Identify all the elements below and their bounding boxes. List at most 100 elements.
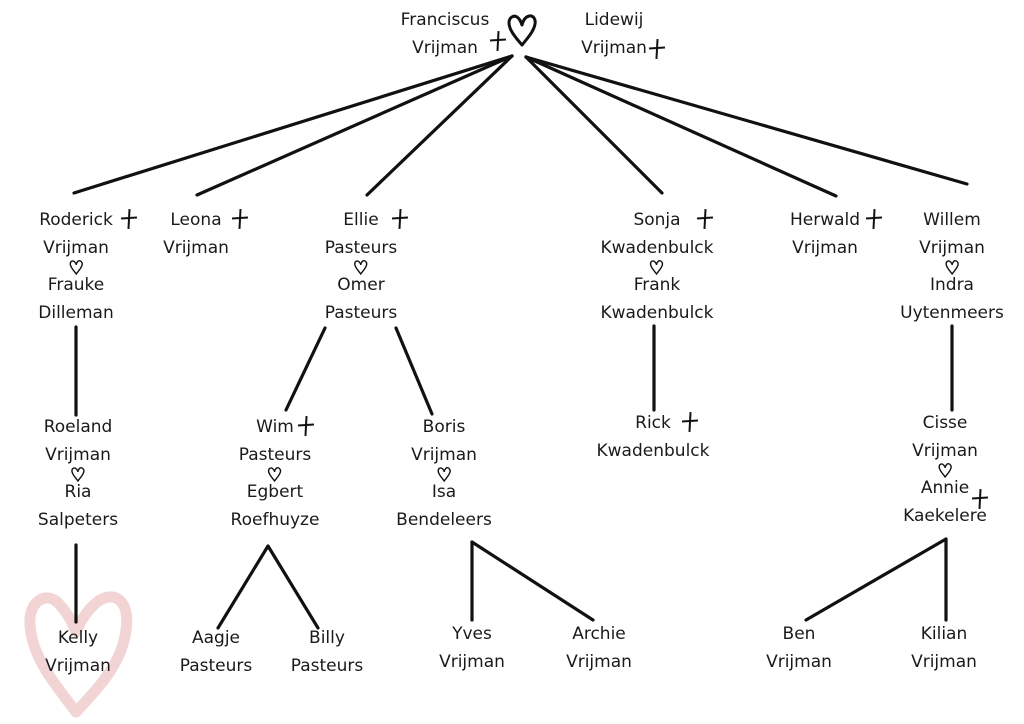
first-name: Kilian (920, 624, 968, 644)
last-name: Vrijman (411, 445, 477, 465)
deceased-cross-icon (649, 39, 665, 59)
first-name: Willem (923, 210, 981, 230)
first-name: Ellie (343, 210, 379, 230)
person-billy: Billy Pasteurs (291, 624, 364, 680)
first-name: Ben (782, 624, 816, 644)
partner-heart-icon (38, 466, 118, 483)
last-name: Pasteurs (324, 238, 398, 258)
edge-egbert-aagje (216, 544, 270, 630)
person-leona: Leona Vrijman (163, 206, 229, 262)
partner-last-name: Bendeleers (396, 510, 492, 530)
person-wim: Wim Pasteurs Egbert Roefhuyze (231, 413, 320, 534)
person-herwald: Herwald Vrijman (790, 206, 860, 262)
person-kelly: Kelly Vrijman (45, 624, 111, 680)
deceased-cross-icon (972, 489, 988, 509)
edge-annie-ben (804, 537, 948, 622)
deceased-cross-icon (697, 209, 713, 229)
person-yves: Yves Vrijman (439, 620, 505, 676)
person-willem: Willem Vrijman Indra Uytenmeers (900, 206, 1004, 327)
first-name: Franciscus (400, 10, 490, 30)
partner-first-name: Isa (431, 482, 457, 502)
person-franciscus: Franciscus Vrijman (401, 6, 490, 62)
partner-first-name: Indra (929, 275, 974, 295)
partner-last-name: Kwadenbulck (600, 303, 714, 323)
first-name: Billy (309, 628, 345, 648)
deceased-cross-icon (392, 209, 408, 229)
highlight-heart-icon (24, 591, 133, 718)
first-name: Leona (170, 210, 222, 230)
first-name: Archie (572, 624, 626, 644)
person-ellie: Ellie Pasteurs Omer Pasteurs (325, 206, 398, 327)
partner-first-name: Frank (633, 275, 681, 295)
partner-heart-icon (231, 466, 320, 483)
partner-heart-icon (601, 259, 714, 276)
last-name: Vrijman (911, 652, 977, 672)
edge-omer-boris (394, 326, 434, 416)
partner-last-name: Uytenmeers (900, 303, 1004, 323)
deceased-cross-icon (232, 209, 248, 229)
first-name: Herwald (789, 210, 861, 230)
person-rick: Rick Kwadenbulck (597, 409, 710, 465)
partner-last-name: Roefhuyze (230, 510, 320, 530)
first-name: Boris (422, 417, 466, 437)
partner-heart-icon (396, 466, 492, 483)
last-name: Vrijman (163, 238, 229, 258)
deceased-cross-icon (298, 416, 314, 436)
person-ben: Ben Vrijman (766, 620, 832, 676)
first-name: Yves (452, 624, 492, 644)
first-name: Roeland (43, 417, 113, 437)
person-roeland: Roeland Vrijman Ria Salpeters (38, 413, 118, 534)
person-boris: Boris Vrijman Isa Bendeleers (396, 413, 492, 534)
first-name: Rick (635, 413, 671, 433)
edge-root-roderick (72, 54, 514, 195)
first-name: Cisse (922, 413, 968, 433)
last-name: Pasteurs (238, 445, 312, 465)
first-name: Aagje (191, 628, 241, 648)
person-roderick: Roderick Vrijman Frauke Dilleman (38, 206, 113, 327)
last-name: Pasteurs (179, 656, 253, 676)
person-kilian: Kilian Vrijman (911, 620, 977, 676)
deceased-cross-icon (121, 209, 137, 229)
edge-root-willem (524, 55, 969, 186)
partner-first-name: Frauke (47, 275, 105, 295)
last-name: Vrijman (412, 38, 478, 58)
last-name: Vrijman (439, 652, 505, 672)
first-name: Wim (256, 417, 294, 437)
last-name: Pasteurs (290, 656, 364, 676)
partner-last-name: Pasteurs (324, 303, 398, 323)
last-name: Vrijman (792, 238, 858, 258)
edge-root-leona (195, 54, 514, 197)
last-name: Vrijman (581, 38, 647, 58)
last-name: Vrijman (919, 238, 985, 258)
first-name: Sonja (633, 210, 681, 230)
deceased-cross-icon (682, 412, 698, 432)
person-lidewij: Lidewij Vrijman (581, 6, 647, 62)
person-archie: Archie Vrijman (566, 620, 632, 676)
partner-last-name: Salpeters (37, 510, 119, 530)
partner-heart-icon (900, 259, 1004, 276)
last-name: Kwadenbulck (596, 441, 710, 461)
last-name: Vrijman (45, 445, 111, 465)
first-name: Roderick (39, 210, 113, 230)
first-name: Lidewij (584, 10, 644, 30)
partner-last-name: Dilleman (38, 303, 114, 323)
edge-root-ellie (365, 54, 514, 197)
edge-egbert-billy (266, 544, 320, 630)
edge-omer-wim (284, 326, 327, 412)
first-name: Kelly (57, 628, 99, 648)
last-name: Kwadenbulck (600, 238, 714, 258)
partner-first-name: Annie (920, 478, 970, 498)
person-sonja: Sonja Kwadenbulck Frank Kwadenbulck (601, 206, 714, 327)
partner-first-name: Omer (337, 275, 385, 295)
partner-heart-icon (903, 462, 987, 479)
edge-root-herwald (524, 55, 838, 198)
edge-root-sonja (524, 55, 664, 195)
deceased-cross-icon (490, 31, 506, 51)
partner-last-name: Kaekelere (903, 506, 987, 526)
partner-first-name: Ria (64, 482, 92, 502)
last-name: Vrijman (43, 238, 109, 258)
heart-icon (507, 14, 537, 47)
partner-heart-icon (325, 259, 398, 276)
